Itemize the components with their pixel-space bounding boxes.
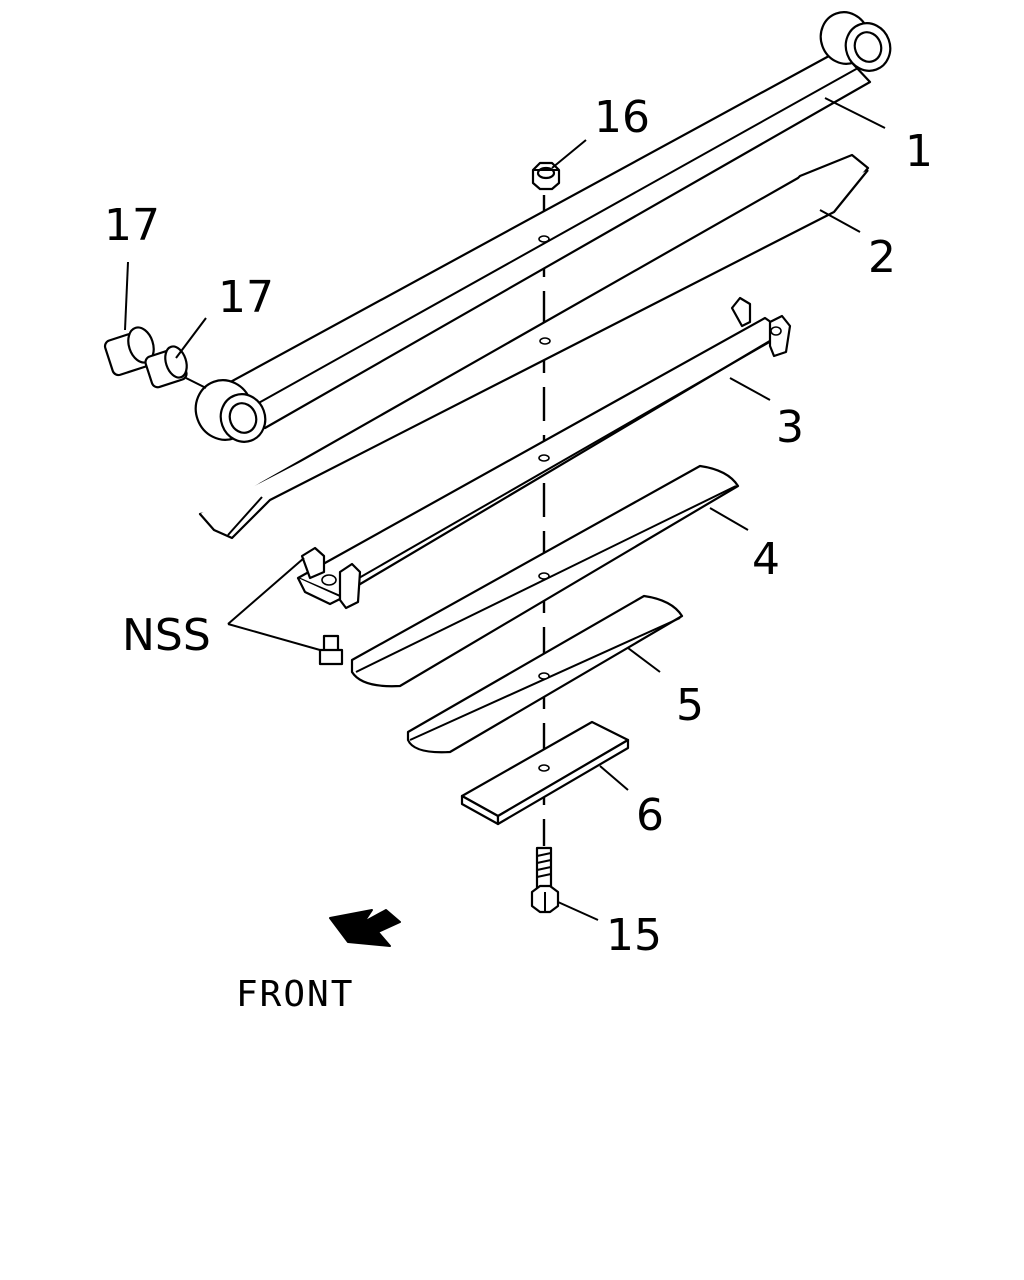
leaf-part-2 [198,153,870,540]
callout-17-inner: 17 [218,272,274,323]
bushing-part-17-inner [144,345,207,389]
callout-6: 6 [636,790,664,841]
leaf-part-5 [406,594,684,754]
leaf-part-4 [350,464,740,688]
callout-2: 2 [868,232,896,283]
front-label: FRONT [236,974,354,1015]
leader-lines [124,97,886,921]
spacer-part-6 [460,720,630,826]
callout-nss: NSS [122,610,211,661]
callout-17-outer: 17 [104,200,160,251]
bolt-part-15 [530,846,560,914]
nut-part-16 [531,161,561,191]
callout-3: 3 [776,402,804,453]
nss-bolt [318,634,344,666]
front-arrow-icon [329,909,401,947]
callout-1: 1 [905,126,933,177]
callout-15: 15 [606,910,662,961]
callout-4: 4 [752,534,780,585]
callout-5: 5 [676,680,704,731]
leaf-part-3 [296,296,792,610]
main-leaf-part-1 [194,11,892,443]
callout-16: 16 [594,92,650,143]
